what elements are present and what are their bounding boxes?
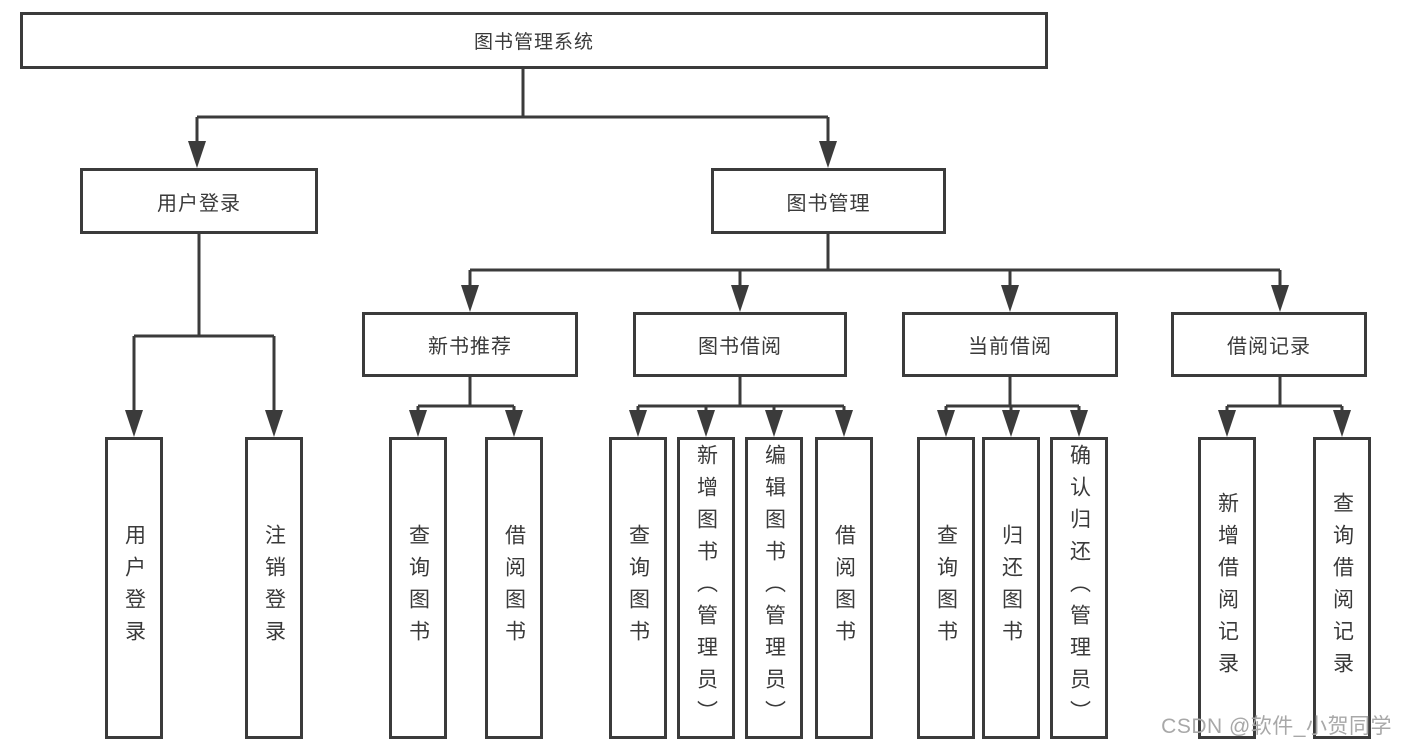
watermark: CSDN @软件_小贺同学	[1161, 715, 1392, 738]
leaf-borrow-borrow-books: 借阅图书	[815, 437, 873, 739]
leaf-borrow-query-books: 查询图书	[609, 437, 667, 739]
arrowheads-book-borrow	[629, 410, 853, 437]
node-current-borrow: 当前借阅	[902, 312, 1118, 377]
arrowheads-user-login	[125, 410, 283, 437]
arrowheads-borrow-records	[1218, 410, 1351, 437]
leaf-recommend-query-books: 查询图书	[389, 437, 447, 739]
node-root-system: 图书管理系统	[20, 12, 1048, 69]
connector-borrow-records	[1225, 377, 1344, 411]
node-user-login: 用户登录	[80, 168, 318, 234]
connector-book-management	[468, 234, 1282, 286]
connector-root	[195, 68, 830, 142]
node-borrow-records: 借阅记录	[1171, 312, 1367, 377]
arrowheads-new-book-recommend	[409, 410, 523, 437]
arrowheads-book-management	[461, 285, 1289, 312]
node-new-book-recommend: 新书推荐	[362, 312, 578, 377]
leaf-logout: 注销登录	[245, 437, 303, 739]
connector-user-login	[132, 234, 276, 411]
arrowheads-root	[188, 141, 837, 168]
leaf-records-add-record: 新增借阅记录	[1198, 437, 1256, 739]
leaf-recommend-borrow-books: 借阅图书	[485, 437, 543, 739]
connector-book-borrow	[636, 377, 846, 411]
leaf-user-login: 用户登录	[105, 437, 163, 739]
leaf-borrow-edit-books-admin: 编辑图书（管理员）	[745, 437, 803, 739]
node-book-borrow: 图书借阅	[633, 312, 847, 377]
arrowheads-current-borrow	[937, 410, 1088, 437]
leaf-borrow-add-books-admin: 新增图书（管理员）	[677, 437, 735, 739]
leaf-records-query-record: 查询借阅记录	[1313, 437, 1371, 739]
connector-new-book-recommend	[416, 377, 516, 411]
node-book-management: 图书管理	[711, 168, 946, 234]
leaf-current-confirm-return-admin: 确认归还（管理员）	[1050, 437, 1108, 739]
leaf-current-return-books: 归还图书	[982, 437, 1040, 739]
leaf-current-query-books: 查询图书	[917, 437, 975, 739]
connector-current-borrow	[944, 377, 1081, 411]
